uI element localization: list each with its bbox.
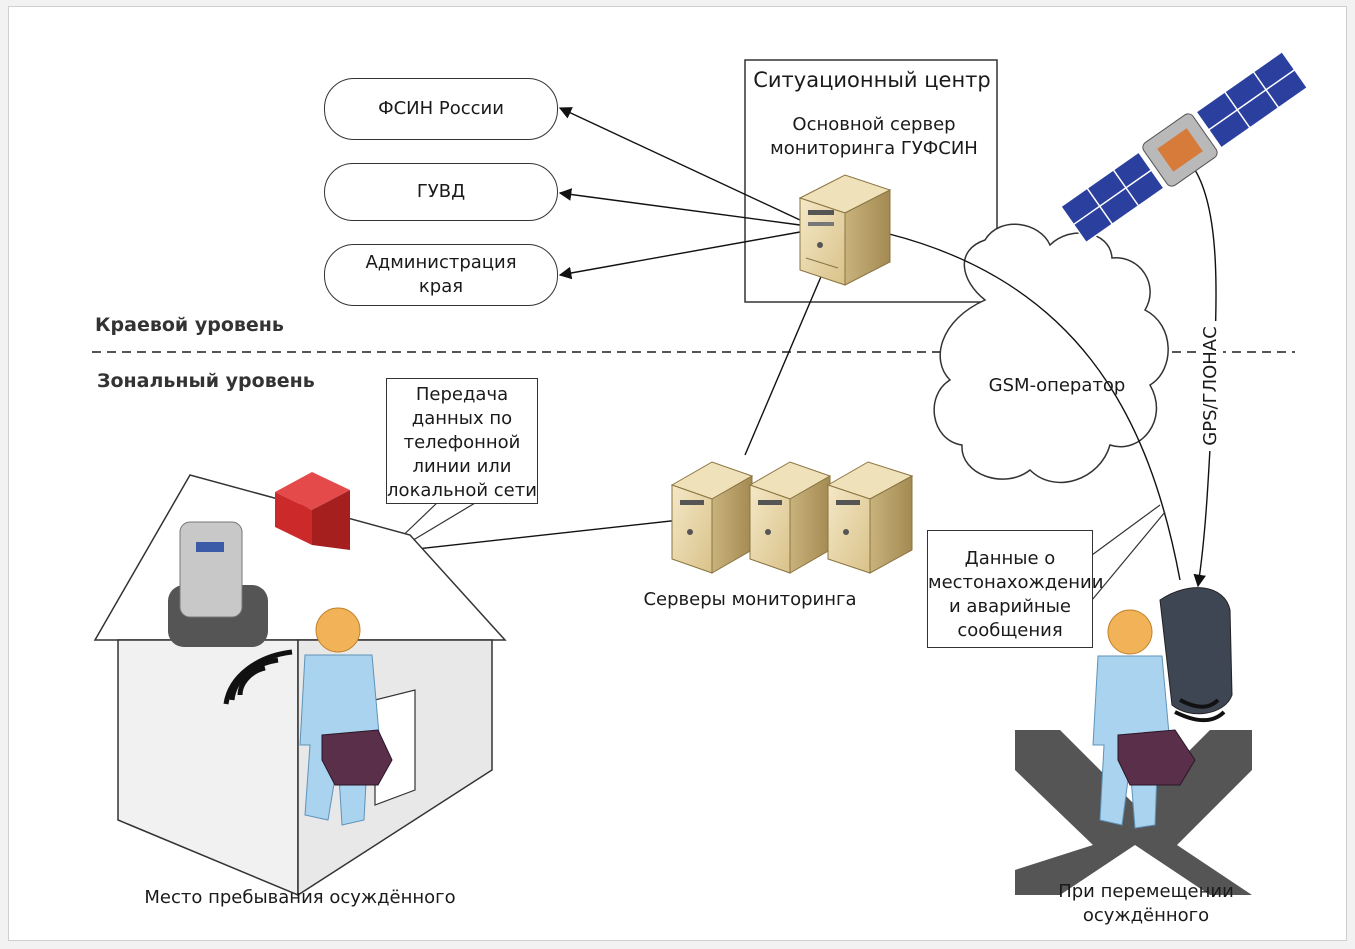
servers-label: Серверы мониторинга — [643, 589, 857, 610]
monitoring-servers-icon — [670, 461, 914, 574]
recipient-admin: Администрация края — [324, 244, 558, 306]
situation-center-title: Ситуационный центр — [753, 68, 991, 92]
home-label: Место пребывания осуждённого — [144, 887, 456, 908]
callout-location: Данные о местонахождении и аварийные соо… — [927, 530, 1103, 648]
moving-label: При перемещении осуждённого — [1058, 881, 1234, 926]
house-icon — [93, 472, 507, 897]
recipient-fsin: ФСИН России — [324, 78, 558, 140]
person-home-icon — [299, 607, 393, 826]
gsm-cloud — [933, 223, 1169, 484]
callout-phone: Передача данных по телефонной линии или … — [386, 378, 538, 504]
arrow-to-guvd — [558, 188, 801, 226]
gsm-label: GSM-оператор — [988, 375, 1126, 396]
arrow-to-admin — [558, 231, 801, 280]
callout-location-pointer — [1091, 504, 1161, 556]
arrow-device-to-main — [856, 222, 1181, 581]
arrow-to-fsin — [558, 107, 801, 221]
main-server-label: Основной сервер мониторинга ГУФСИН — [770, 114, 978, 159]
situation-center-box — [744, 59, 998, 303]
gps-label: GPS/ГЛОНАС — [1199, 321, 1223, 451]
level-regional-label: Краевой уровень — [95, 314, 284, 336]
satellite-icon — [1059, 50, 1309, 244]
person-moving-icon — [1015, 587, 1252, 895]
recipient-guvd: ГУВД — [324, 163, 558, 221]
main-server-icon — [798, 174, 892, 286]
level-zonal-label: Зональный уровень — [97, 370, 315, 392]
